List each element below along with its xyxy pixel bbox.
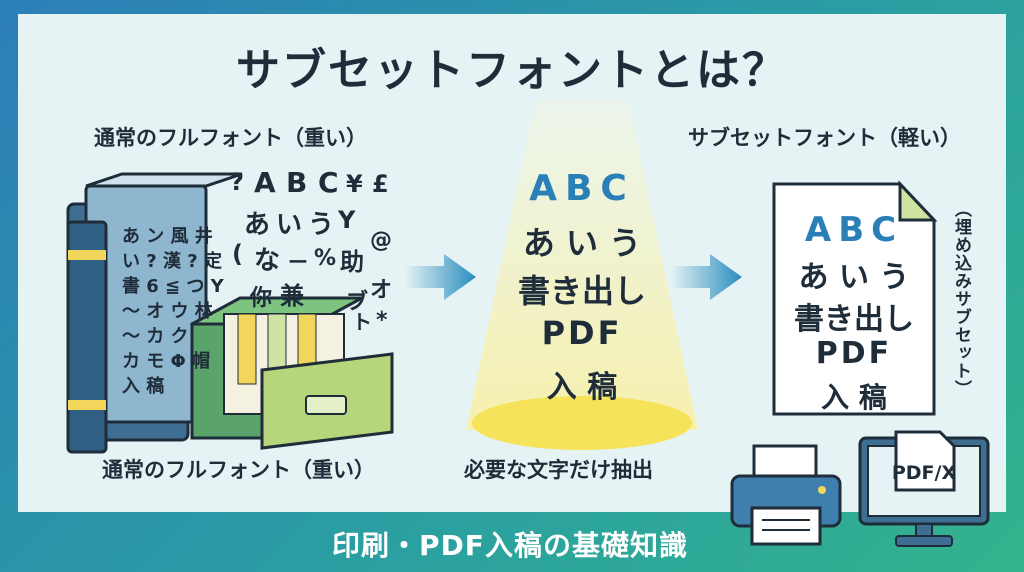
scatter-glyph: い xyxy=(276,210,303,240)
footer-bar: 印刷・PDF入稿の基礎知識 xyxy=(0,514,1024,572)
printer-icon xyxy=(730,444,842,546)
scatter-glyph: % xyxy=(314,246,337,271)
content-panel: サブセットフォントとは？ 通常のフルフォント（重い） 通常のフルフォント（重い）… xyxy=(18,14,1006,512)
scatter-glyph: A xyxy=(254,166,276,199)
full-font-illustration xyxy=(66,172,394,454)
book-spine-line: あ ン 風 井 xyxy=(122,226,213,247)
subset-font-top-label: サブセットフォント（軽い） xyxy=(688,126,961,150)
doc-line-pdf: PDF xyxy=(815,336,893,371)
scatter-glyph: あ xyxy=(244,210,271,240)
arrow-right-icon xyxy=(404,254,476,300)
scatter-glyph: 兼 xyxy=(280,282,304,310)
doc-line-kakidashi: 書き出し xyxy=(794,302,914,337)
embedded-subset-note: （埋め込みサブセット） xyxy=(951,200,971,398)
book-spine-line: 書 6 ≦ つ Y xyxy=(122,276,224,297)
spotlight-icon: ABC あ い う 書き出し PDF 入 稿 xyxy=(466,100,698,456)
arrow-right-icon xyxy=(670,254,742,300)
extracted-line-kakidashi: 書き出し xyxy=(517,272,646,310)
scatter-glyph: ト xyxy=(352,310,372,334)
scatter-glyph: B xyxy=(286,166,308,199)
full-font-top-label: 通常のフルフォント（重い） xyxy=(94,126,367,150)
scatter-glyph: オ xyxy=(370,278,393,303)
doc-line-aiu: あ い う xyxy=(798,260,910,295)
extracted-line-abc: ABC xyxy=(529,168,635,209)
scatter-glyph: ( xyxy=(232,240,243,268)
monitor-pdfx-label: PDF/X xyxy=(891,462,957,484)
monitor-icon xyxy=(858,430,990,547)
scatter-glyph: 你 xyxy=(250,286,273,311)
page-title: サブセットフォントとは？ xyxy=(222,34,802,98)
scatter-glyph: ー xyxy=(288,250,308,274)
scatter-glyph: Y xyxy=(338,206,356,234)
scatter-glyph: ¥ xyxy=(346,170,363,198)
scatter-glyph: ? xyxy=(230,168,244,196)
scatter-glyph: £ xyxy=(372,170,389,198)
extracted-line-nyuko: 入 稿 xyxy=(546,370,618,405)
doc-line-nyuko: 入 稿 xyxy=(821,381,887,414)
scatter-glyph: C xyxy=(318,166,339,199)
extracted-line-aiu: あ い う xyxy=(522,224,642,262)
scatter-glyph: 助 xyxy=(340,248,364,276)
subset-document: ABC あ い う 書き出し PDF 入 稿 xyxy=(770,180,938,418)
full-font-bottom-label: 通常のフルフォント（重い） xyxy=(102,458,375,482)
title-wrap: サブセットフォントとは？ xyxy=(18,34,1006,98)
scatter-glyph: な xyxy=(254,246,281,276)
book-spine-line: い ? 漢 ? 定 xyxy=(122,251,222,272)
book-spine-line: 〜 カ ク xyxy=(122,326,189,347)
book-spine-line: 〜 オ ウ 林 xyxy=(122,301,213,322)
scatter-glyph: う xyxy=(308,210,335,240)
book-spine-text: あ ン 風 井 い ? 漢 ? 定 書 6 ≦ つ Y 〜 オ ウ 林 〜 カ … xyxy=(122,224,232,399)
document-icon xyxy=(772,180,938,416)
file-drawer-icon xyxy=(190,296,394,450)
book-icon xyxy=(66,172,243,454)
scatter-glyph: ブ xyxy=(346,290,369,315)
book-spine-line: 入 稿 xyxy=(122,376,165,397)
spotlight-pool xyxy=(472,396,692,450)
extract-label: 必要な文字だけ抽出 xyxy=(464,458,653,482)
extracted-line-pdf: PDF xyxy=(541,314,623,352)
footer-text: 印刷・PDF入稿の基礎知識 xyxy=(332,529,688,562)
doc-line-abc: ABC xyxy=(804,210,904,250)
scatter-glyph: @ xyxy=(370,228,392,253)
book-spine-line: カ モ Φ 帽 xyxy=(122,351,211,372)
scatter-glyph: * xyxy=(376,308,388,333)
